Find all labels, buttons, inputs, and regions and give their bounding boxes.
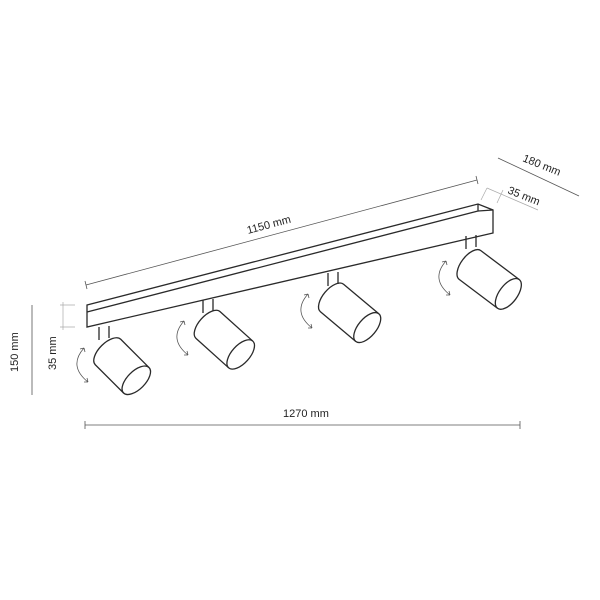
dimension-total-length: 1270 mm (84, 408, 521, 429)
spotlight-head (456, 248, 522, 310)
dimension-bar-width: 35 mm (480, 185, 542, 211)
label-bar-height: 35 mm (47, 336, 59, 370)
label-height-total: 150 mm (9, 332, 21, 372)
rotation-arrow-icon (176, 320, 189, 356)
spotlight-stem (465, 235, 477, 249)
spotlight (300, 272, 382, 344)
spotlight-stem (202, 299, 214, 313)
rotation-arrow-icon (300, 293, 313, 329)
rotation-arrow-icon (76, 347, 89, 383)
label-bar-width: 35 mm (506, 185, 542, 209)
dimension-bar-length: 1150 mm (84, 175, 479, 290)
spotlight-stem (98, 326, 110, 340)
label-bar-length: 1150 mm (246, 214, 293, 237)
spotlight-head (317, 282, 382, 344)
spotlight-lens (494, 277, 522, 310)
mounting-bar (86, 203, 494, 328)
label-depth: 180 mm (521, 153, 562, 179)
spotlight-head (193, 309, 256, 370)
spotlights (76, 235, 522, 396)
dimension-height: 150 mm (9, 305, 33, 395)
rotation-arrow-icon (438, 260, 451, 296)
spotlight-lens (353, 311, 382, 344)
spotlight (176, 299, 256, 370)
spotlight (438, 235, 522, 310)
spotlight-stem (327, 272, 339, 286)
spotlight-lens (226, 339, 256, 370)
dimension-bar-height: 35 mm (47, 302, 75, 370)
spotlight-lens (121, 365, 152, 396)
label-total-length: 1270 mm (283, 408, 329, 420)
spotlight-head (93, 337, 152, 396)
spotlight (76, 326, 152, 396)
